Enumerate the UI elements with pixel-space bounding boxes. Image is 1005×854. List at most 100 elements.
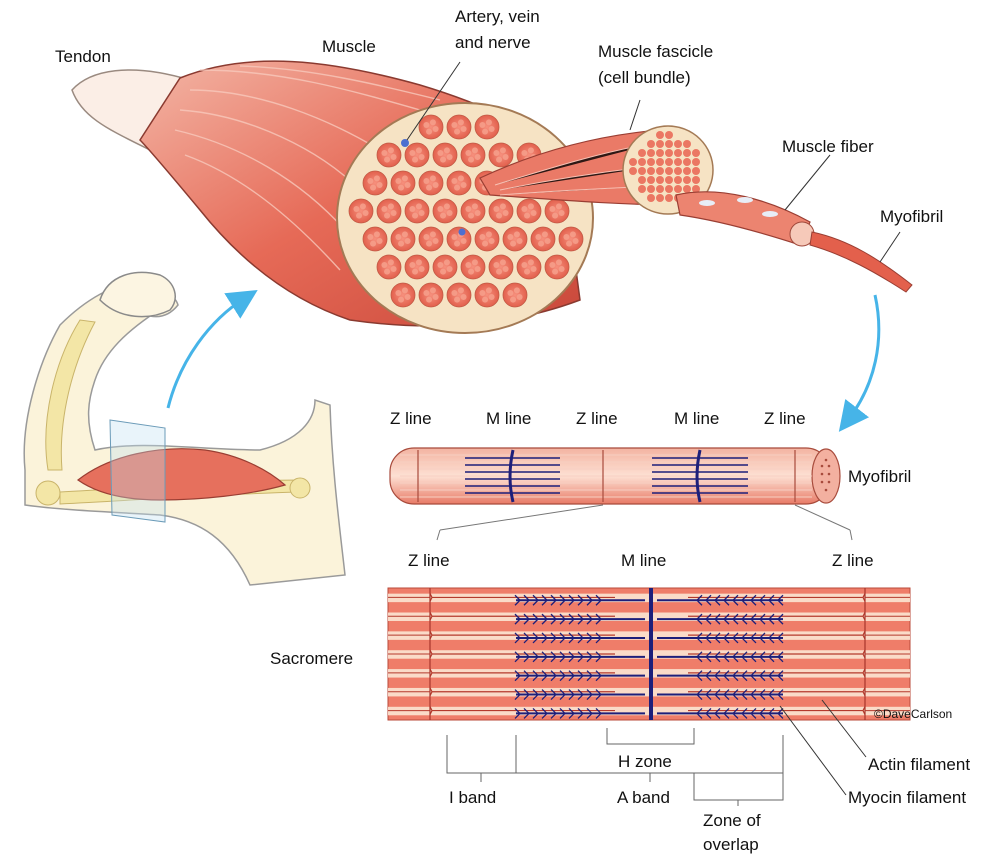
fascicle-cell (517, 199, 541, 223)
tube-m-line-label-2: M line (674, 409, 719, 428)
fascicle-cell (433, 143, 457, 167)
copyright-label: ©DaveCarlson (874, 707, 952, 721)
fiber-cell (683, 140, 691, 148)
fiber-cell (692, 167, 700, 175)
myofibril-tube (390, 448, 840, 504)
fascicle-label-line1: Muscle fascicle (598, 42, 713, 61)
fascicle-cell (503, 227, 527, 251)
fiber-cell (692, 149, 700, 157)
fiber-cell (647, 176, 655, 184)
overlap-bracket (694, 773, 783, 800)
fiber-cell (656, 158, 664, 166)
fiber-cell (647, 194, 655, 202)
fascicle-cell (377, 255, 401, 279)
fascicle-cell (545, 255, 569, 279)
band-brackets (447, 728, 783, 806)
fiber-cell (665, 158, 673, 166)
tube-z-line-label-2: Z line (576, 409, 618, 428)
fiber-cell (656, 185, 664, 193)
artery-vein-nerve (401, 139, 409, 147)
fiber-cell (656, 176, 664, 184)
fascicle-cell (433, 255, 457, 279)
fiber-cell (665, 140, 673, 148)
fascicle-cell (391, 283, 415, 307)
myofibril-side-label: Myofibril (848, 467, 911, 486)
fascicle-cell (489, 255, 513, 279)
fiber-cell (656, 149, 664, 157)
tube-z-line-label-3: Z line (764, 409, 806, 428)
fiber-cell (665, 149, 673, 157)
sarc-z-line-label-left: Z line (408, 551, 450, 570)
zoom-lines (437, 505, 852, 540)
fascicle-cell (419, 227, 443, 251)
actin-filament-label: Actin filament (868, 755, 970, 774)
myofibril-end (812, 449, 840, 503)
myocin-filament-label: Myocin filament (848, 788, 966, 807)
fiber-cell (638, 149, 646, 157)
fascicle-cell (405, 143, 429, 167)
fiber-cell (656, 194, 664, 202)
h-zone-bracket (607, 728, 694, 744)
fascicle-cell (447, 283, 471, 307)
fiber-cell (647, 167, 655, 175)
a-band-label: A band (617, 788, 670, 807)
fiber-cell (674, 140, 682, 148)
fascicle-cell (503, 283, 527, 307)
overlap-label-line2: overlap (703, 835, 759, 854)
overlap-label-line1: Zone of (703, 811, 761, 830)
fascicle-cell (461, 199, 485, 223)
fiber-cell (656, 140, 664, 148)
fascicle-cell (377, 143, 401, 167)
fiber-cell (674, 176, 682, 184)
fascicle-cell (433, 199, 457, 223)
fascicle-cell (559, 227, 583, 251)
fascicle-cell (419, 171, 443, 195)
fiber-cell (692, 158, 700, 166)
sarc-m-line-label: M line (621, 551, 666, 570)
sarcomere (388, 588, 910, 720)
artery-label-line1: Artery, vein (455, 7, 540, 26)
fascicle-cell (349, 199, 373, 223)
zoom-arrow-arm-to-muscle (168, 298, 245, 408)
i-band-label: I band (449, 788, 496, 807)
artery-label-line2: and nerve (455, 33, 531, 52)
fascicle-cell (405, 255, 429, 279)
fiber-cell (674, 158, 682, 166)
fiber-cell (674, 167, 682, 175)
tube-m-line-label-1: M line (486, 409, 531, 428)
fiber-cell (683, 158, 691, 166)
fiber-cell (674, 185, 682, 193)
fascicle-cell (517, 255, 541, 279)
fascicle-cell (419, 283, 443, 307)
muscle-illustration (72, 61, 912, 333)
fascicle-cell (377, 199, 401, 223)
zoom-arrow-fibril-to-myofibril (848, 295, 879, 420)
fiber-cell (665, 194, 673, 202)
fiber-cell (656, 131, 664, 139)
fascicle-cell (391, 227, 415, 251)
fiber-cell (683, 167, 691, 175)
fascicle-cell (545, 199, 569, 223)
fiber-cell (629, 158, 637, 166)
tendon-label: Tendon (55, 47, 111, 66)
muscle-label: Muscle (322, 37, 376, 56)
i-band-bracket (447, 735, 516, 773)
fiber-cell (647, 140, 655, 148)
fiber-cell (647, 158, 655, 166)
fascicle-cell (475, 227, 499, 251)
fascicle-cell (363, 227, 387, 251)
fiber-cell (674, 149, 682, 157)
fiber-cell (647, 185, 655, 193)
section-plane (110, 420, 165, 522)
fiber-cell (683, 149, 691, 157)
fascicle-cell (419, 115, 443, 139)
fiber-cell (638, 167, 646, 175)
fascicle-cell (447, 171, 471, 195)
fiber-cell (683, 176, 691, 184)
sacromere-label: Sacromere (270, 649, 353, 668)
fiber-cell (647, 149, 655, 157)
fiber-cell (629, 167, 637, 175)
myofibril-top-label: Myofibril (880, 207, 943, 226)
myofibril-strand (810, 232, 912, 292)
